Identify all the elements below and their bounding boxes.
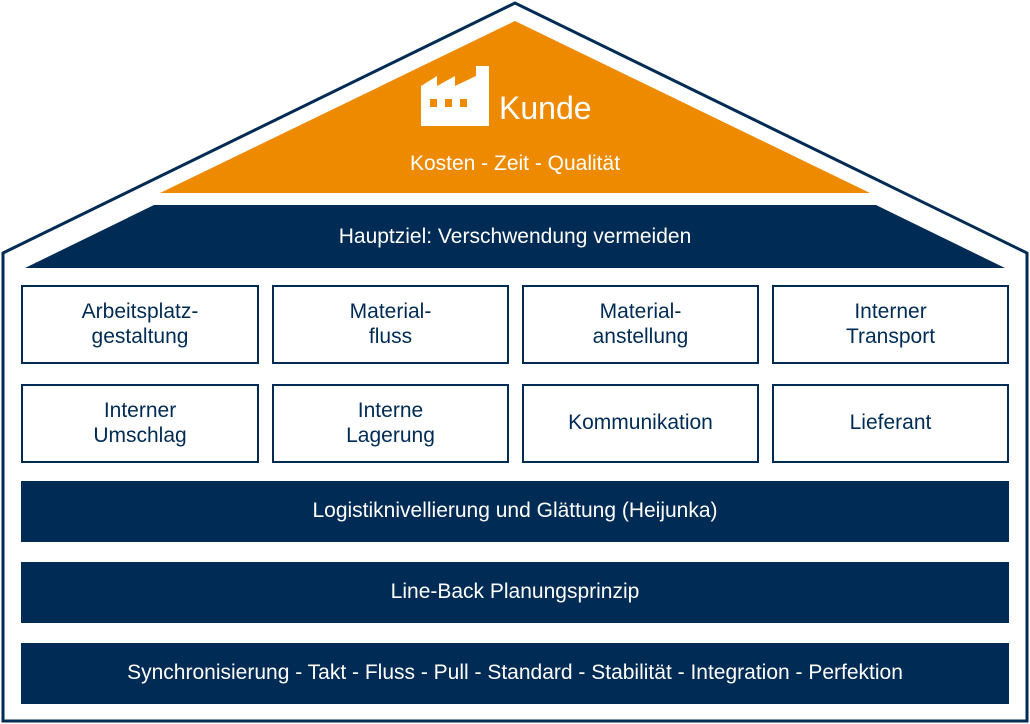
foundation-bar-heijunka bbox=[21, 481, 1009, 542]
factory-icon bbox=[421, 66, 489, 126]
pillar-box-materialfluss bbox=[272, 285, 509, 364]
pillar-box-interne-lagerung bbox=[272, 384, 509, 463]
roof-title: Kunde bbox=[499, 90, 592, 126]
roof-subtitle: Kosten - Zeit - Qualität bbox=[409, 151, 621, 175]
pillar-label: Kommunikation bbox=[568, 411, 713, 435]
main-goal-text: Hauptziel: Verschwendung vermeiden bbox=[338, 224, 692, 248]
pillar-box-arbeitsplatzgestaltung bbox=[21, 285, 259, 364]
pillar-label: Interner Transport bbox=[845, 299, 936, 348]
foundation-bar-line-back bbox=[21, 562, 1009, 623]
foundation-text-heijunka: Logistiknivellierung und Glättung (Heiju… bbox=[312, 499, 718, 523]
pillar-label: Material- anstellung bbox=[592, 299, 689, 348]
pillar-label: Interne Lagerung bbox=[346, 398, 435, 447]
foundation-text-line-back: Line-Back Planungsprinzip bbox=[390, 580, 640, 604]
pillar-box-kommunikation bbox=[522, 384, 759, 463]
foundation-bar-principles bbox=[21, 643, 1009, 704]
pillar-box-materialanstellung bbox=[522, 285, 759, 364]
pillar-box-lieferant bbox=[772, 384, 1009, 463]
pillar-label: Lieferant bbox=[849, 411, 932, 435]
main-goal-band bbox=[25, 205, 1005, 268]
pillar-box-interner-umschlag bbox=[21, 384, 259, 463]
pillar-label: Material- fluss bbox=[349, 299, 432, 348]
pillar-label: Interner Umschlag bbox=[93, 398, 187, 447]
foundation-text-principles: Synchronisierung - Takt - Fluss - Pull -… bbox=[127, 661, 903, 685]
pillar-label: Arbeitsplatz- gestaltung bbox=[81, 299, 199, 348]
pillar-box-interner-transport bbox=[772, 285, 1009, 364]
roof-triangle bbox=[160, 21, 870, 193]
